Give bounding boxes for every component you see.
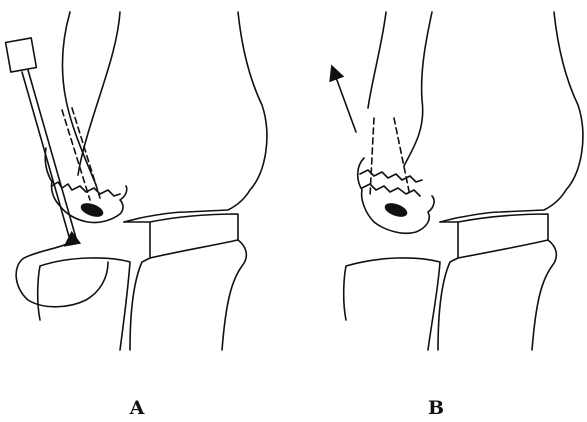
panel-b-drill-track-1 xyxy=(370,118,374,196)
panel-a-drawing xyxy=(6,12,267,350)
panel-a-device-shaft-right xyxy=(28,70,76,238)
panel-a-proximal-bone-top xyxy=(150,240,246,350)
panel-a-proximal-bone-left xyxy=(130,258,150,350)
panel-b-small-bone xyxy=(344,258,440,350)
panel-b-fracture-line-upper xyxy=(360,170,422,182)
panel-label-a: A xyxy=(130,397,145,419)
panel-b-proximal-bone-top xyxy=(458,240,556,350)
panel-a-device-handle xyxy=(6,38,37,72)
panel-a-small-bone xyxy=(38,258,130,350)
panel-b-drill-track-2 xyxy=(394,118,410,196)
panel-a-ligament-curve xyxy=(63,12,96,185)
panel-a-curved-arrow xyxy=(16,242,108,307)
panel-b-drawing xyxy=(334,12,583,350)
panel-b-proximal-bone-left xyxy=(438,258,458,350)
panel-a-fragment-mark xyxy=(80,202,104,219)
panel-label-b: B xyxy=(428,397,444,419)
panel-b-fragment-mark xyxy=(384,202,408,219)
panel-b-fragment-outline xyxy=(358,158,434,233)
panel-a-device-shaft-left xyxy=(22,72,70,240)
panel-b-pull-arrow xyxy=(334,72,356,132)
panel-b-ligament-curve xyxy=(404,12,432,166)
